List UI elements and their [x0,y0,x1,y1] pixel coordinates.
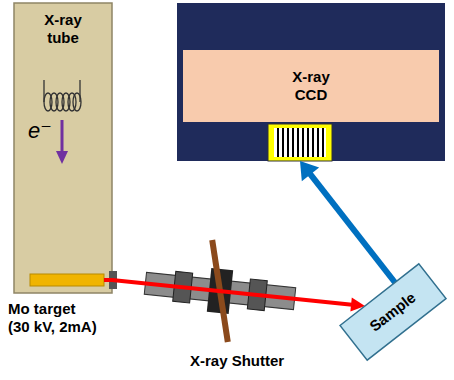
grid-line [297,128,299,157]
electron-label: e⁻ [28,118,52,144]
x-ray-tube-housing [14,3,112,293]
detected-beam-arrow-line [310,174,395,283]
grid-line [292,128,294,157]
mo-target [30,274,104,286]
grid-line [307,128,309,157]
node-title: X-ray tube [44,11,82,47]
target-label: Mo target (30 kV, 2mA) [8,300,97,336]
grid-line [302,128,304,157]
filament-coil [44,80,81,111]
sample-plate [340,264,446,360]
grid-line [277,128,279,157]
beam-origin [104,278,113,282]
aperture-grid [278,128,323,157]
ccd-aperture [268,124,332,161]
x-ray-beam-line [112,280,352,305]
electron-arrowhead [56,151,68,164]
aperture-window [274,128,326,157]
detected-beam-arrow [300,161,395,283]
node-title: X-ray CCD [292,68,330,104]
x-ray-ccd-box: X-ray CCD [177,3,445,161]
coil-turn [73,93,81,111]
grid-line [317,128,319,157]
grid-line [312,128,314,157]
sample-box: Sample [338,262,448,362]
ccd-sensor [183,50,439,122]
arrowhead [300,161,319,181]
grid-line [322,128,324,157]
x-ray-tube-box: X-ray tube [14,3,112,293]
ccd-housing [177,3,445,161]
x-ray-beam [112,280,365,312]
grid-line [282,128,284,157]
shutter-label: X-ray Shutter [190,352,284,370]
grid-line [287,128,289,157]
electron-arrow [61,120,64,152]
